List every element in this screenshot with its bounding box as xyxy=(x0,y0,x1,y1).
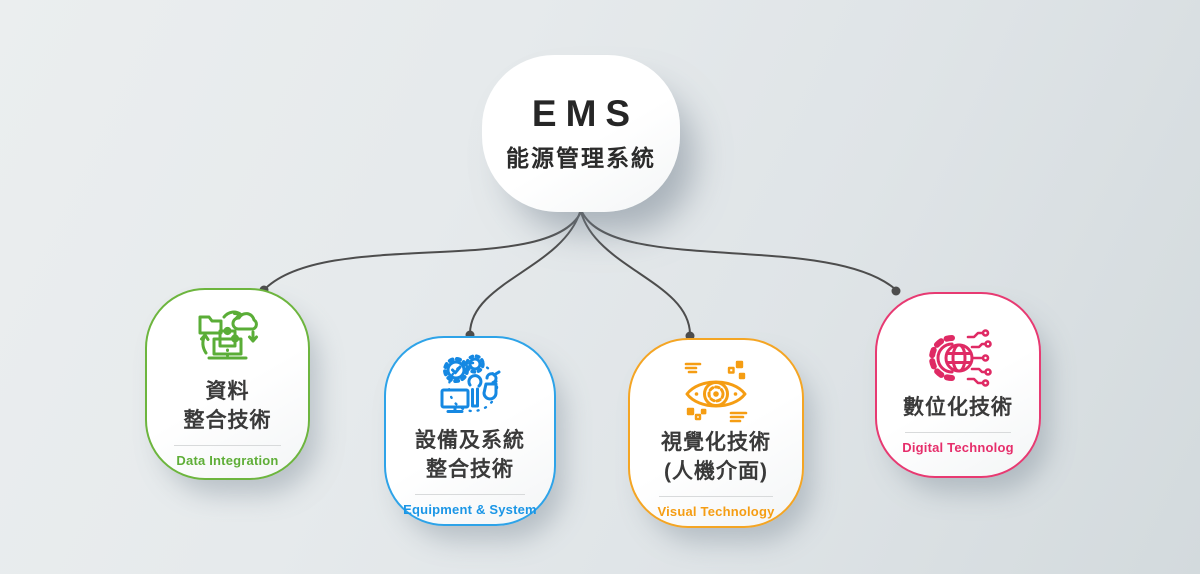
card-title: 數位化技術 xyxy=(903,396,1013,419)
card-divider xyxy=(659,495,773,497)
card-title: 視覺化技術 (人機介面) xyxy=(661,431,771,483)
connector-to-visual-technology xyxy=(580,211,691,335)
card-title: 資料 整合技術 xyxy=(183,380,272,432)
card-en-label: Data Integration xyxy=(176,452,279,468)
card-digital-technology: 數位化技術 Digital Technolog xyxy=(875,292,1041,478)
visual-technology-icon xyxy=(684,360,748,423)
card-divider xyxy=(414,493,526,495)
card-en-label: Digital Technolog xyxy=(902,439,1014,455)
card-visual-technology: 視覺化技術 (人機介面) Visual Technology xyxy=(628,338,804,528)
connector-dot-4 xyxy=(891,286,901,296)
card-data-integration: 資料 整合技術 Data Integration xyxy=(145,288,310,480)
card-en-label: Equipment & System xyxy=(403,501,537,517)
connector-to-data-integration xyxy=(265,211,582,289)
card-divider xyxy=(174,444,281,446)
digital-technology-icon xyxy=(929,329,992,387)
connector-to-equipment-system xyxy=(469,211,581,334)
root-title: EMS xyxy=(531,93,640,135)
card-title: 設備及系統 整合技術 xyxy=(415,429,525,481)
root-node-ems: EMS 能源管理系統 xyxy=(482,55,680,212)
equipment-system-icon xyxy=(440,354,501,413)
card-equipment-system: 設備及系統 整合技術 Equipment & System xyxy=(384,336,556,526)
card-en-label: Visual Technology xyxy=(657,503,775,519)
root-subtitle: 能源管理系統 xyxy=(506,144,656,171)
card-divider xyxy=(904,431,1012,433)
data-integration-icon xyxy=(198,310,258,360)
connector-to-digital-technology xyxy=(581,211,896,290)
